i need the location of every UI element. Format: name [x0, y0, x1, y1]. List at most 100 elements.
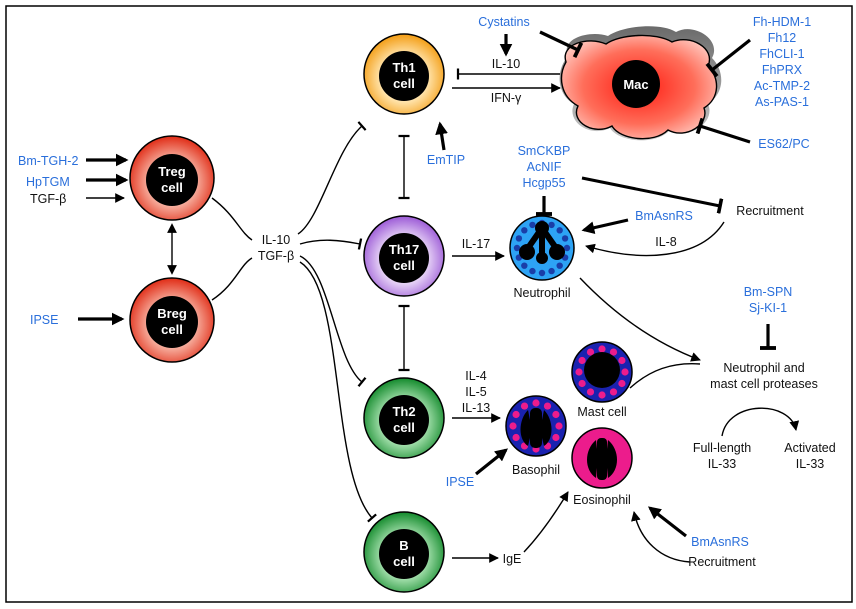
- mol-fh12: Fh12: [768, 31, 797, 45]
- label-ige: IgE: [503, 552, 522, 566]
- granule: [575, 368, 583, 376]
- granule: [529, 267, 536, 275]
- granule: [621, 454, 629, 462]
- granule: [521, 262, 528, 269]
- granule: [578, 356, 586, 365]
- th2-label-1: Th2: [392, 404, 415, 419]
- label-full-length-1: Full-length: [693, 441, 751, 455]
- mol-ipse-breg: IPSE: [30, 313, 59, 327]
- mast-cell: Mast cell: [571, 341, 633, 419]
- neutrophil-label: Neutrophil: [514, 286, 571, 300]
- mol-ac-tmp-2: Ac-TMP-2: [754, 79, 810, 93]
- granule: [555, 422, 563, 430]
- granule: [548, 267, 555, 275]
- b-label-1: B: [399, 538, 408, 553]
- mac-molecule-list: Fh-HDM-1 Fh12 FhCLI-1 FhPRX Ac-TMP-2 As-…: [753, 15, 811, 109]
- mol-bm-spn: Bm-SPN: [744, 285, 793, 299]
- granule: [586, 434, 595, 442]
- th2-label-2: cell: [393, 420, 415, 435]
- junction-tgfb: TGF-β: [258, 249, 294, 263]
- granule: [586, 474, 595, 482]
- mast-cell-label: Mast cell: [577, 405, 626, 419]
- mol-hcgp55: Hcgp55: [522, 176, 565, 190]
- figure-border: [5, 5, 853, 603]
- label-recruitment-bottom: Recruitment: [688, 555, 756, 569]
- granule: [618, 356, 626, 365]
- granule: [586, 388, 595, 396]
- macrophage: Mac: [559, 26, 722, 141]
- helminth-effects: [78, 30, 776, 538]
- th2-cell: Th2 cell: [363, 377, 445, 459]
- label-ifng: IFN-γ: [491, 91, 522, 105]
- label-il4: IL-4: [465, 369, 487, 383]
- granule: [552, 410, 560, 419]
- granule: [578, 442, 586, 451]
- label-il5: IL-5: [465, 385, 487, 399]
- granule: [548, 221, 555, 229]
- treg-cell: Treg cell: [129, 135, 215, 221]
- granule: [512, 410, 520, 419]
- granule: [618, 379, 626, 388]
- granule: [520, 402, 529, 410]
- mol-sj-ki-1: Sj-KI-1: [749, 301, 787, 315]
- granule: [618, 442, 626, 451]
- label-activated-2: IL-33: [796, 457, 825, 471]
- th1-cell: Th1 cell: [363, 33, 445, 115]
- granule: [578, 379, 586, 388]
- granule: [609, 388, 618, 396]
- breg-label-2: cell: [161, 322, 183, 337]
- label-proteases-2: mast cell proteases: [710, 377, 818, 391]
- granule: [575, 454, 583, 462]
- eosinophil: Eosinophil: [571, 427, 633, 507]
- granule: [618, 465, 626, 474]
- mol-bm-tgh-2: Bm-TGH-2: [18, 154, 78, 168]
- granule: [609, 474, 618, 482]
- granule: [563, 244, 571, 252]
- mol-bmasnrs-eos: BmAsnRS: [691, 535, 749, 549]
- mol-fhprx: FhPRX: [762, 63, 803, 77]
- granule: [586, 348, 595, 356]
- mol-es62: ES62/PC: [758, 137, 809, 151]
- granule: [521, 227, 528, 234]
- basophil-label: Basophil: [512, 463, 560, 477]
- eosinophil-label: Eosinophil: [573, 493, 631, 507]
- th1-label-2: cell: [393, 76, 415, 91]
- granule: [515, 235, 523, 242]
- mol-ipse-baso: IPSE: [446, 475, 475, 489]
- granule: [543, 402, 552, 410]
- mac-label: Mac: [623, 77, 648, 92]
- treg-label-1: Treg: [158, 164, 186, 179]
- mol-cystatins: Cystatins: [478, 15, 529, 29]
- granule: [598, 345, 606, 353]
- mol-bmasnrs-neutro: BmAsnRS: [635, 209, 693, 223]
- label-il8: IL-8: [655, 235, 677, 249]
- granule: [509, 422, 517, 430]
- b-label-2: cell: [393, 554, 415, 569]
- th17-cell: Th17 cell: [363, 215, 445, 297]
- junction-il10: IL-10: [262, 233, 291, 247]
- label-full-length-2: IL-33: [708, 457, 737, 471]
- granule: [513, 244, 521, 252]
- granule: [529, 221, 536, 229]
- granule: [578, 465, 586, 474]
- mol-hptgm: HpTGM: [26, 175, 70, 189]
- neutrophil: Neutrophil: [509, 215, 575, 300]
- granule: [532, 399, 540, 407]
- granule: [556, 227, 563, 234]
- connectors: [86, 68, 800, 563]
- label-il13: IL-13: [462, 401, 491, 415]
- treg-tgfb: TGF-β: [30, 192, 66, 206]
- mol-smckbp: SmCKBP: [518, 144, 571, 158]
- granule: [598, 431, 606, 439]
- b-cell: B cell: [363, 511, 445, 593]
- label-activated-1: Activated: [784, 441, 835, 455]
- granule: [609, 434, 618, 442]
- granule: [538, 269, 546, 277]
- mol-fhcli-1: FhCLI-1: [759, 47, 804, 61]
- granule: [561, 235, 569, 242]
- granule: [512, 433, 520, 442]
- basophil: Basophil: [505, 395, 567, 477]
- breg-cell: Breg cell: [129, 277, 215, 363]
